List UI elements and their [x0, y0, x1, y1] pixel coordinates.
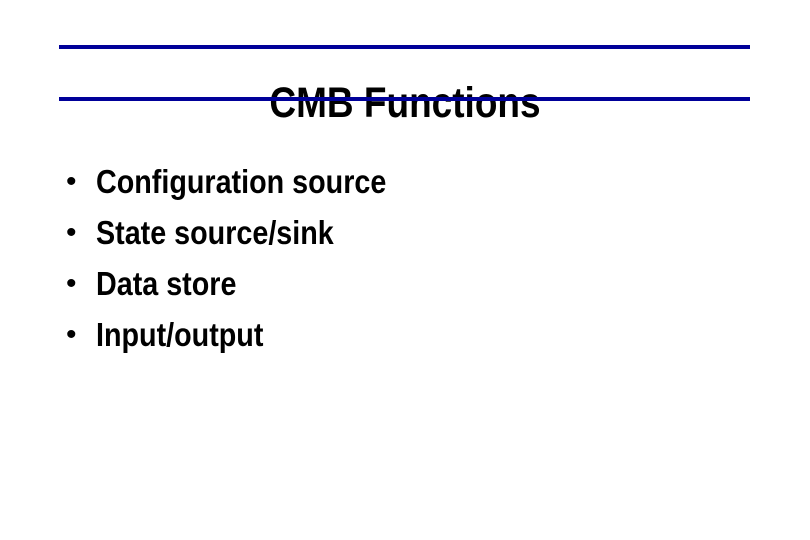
bullet-dot-icon: • [66, 216, 77, 249]
list-item: • State source/sink [62, 214, 430, 265]
bullet-item-label: Input/output [96, 316, 264, 353]
bullet-item-label: Data store [96, 265, 237, 302]
title-rule-top [59, 45, 750, 49]
list-item: • Configuration source [62, 163, 430, 214]
bullet-item-label: Configuration source [96, 163, 387, 200]
list-item: • Data store [62, 265, 430, 316]
list-item: • Input/output [62, 316, 430, 367]
bullet-dot-icon: • [66, 165, 77, 198]
bullet-list: • Configuration source • State source/si… [62, 163, 430, 367]
bullet-dot-icon: • [66, 267, 77, 300]
title-rule-bottom [59, 97, 750, 101]
page-title: CMB Functions [269, 78, 541, 127]
bullet-dot-icon: • [66, 318, 77, 351]
bullet-item-label: State source/sink [96, 214, 334, 251]
